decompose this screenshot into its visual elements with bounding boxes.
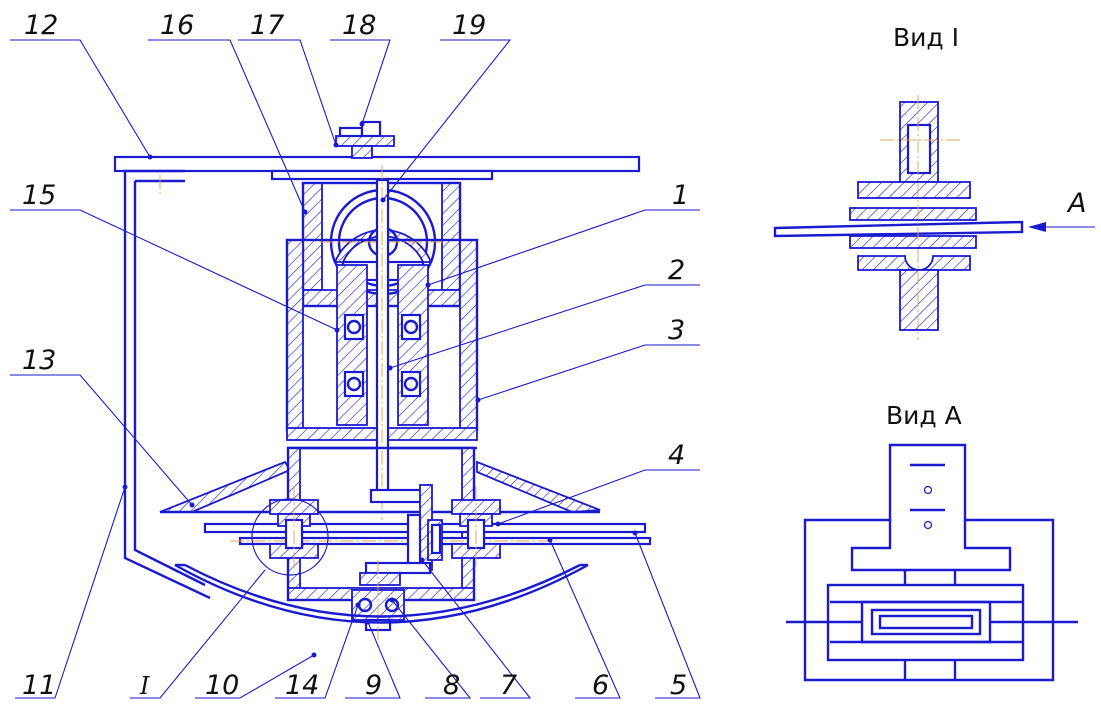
callout-2: 2 xyxy=(668,255,685,286)
callout-10: 10 xyxy=(205,670,239,701)
callout-18: 18 xyxy=(342,10,376,41)
callout-5: 5 xyxy=(670,670,687,701)
callout-I: I xyxy=(139,672,150,700)
callout-13: 13 xyxy=(22,345,56,376)
callout-1: 1 xyxy=(672,180,689,211)
view-i-arrow-label: A xyxy=(1066,188,1086,219)
callout-8: 8 xyxy=(443,670,460,701)
view-a-title: Вид А xyxy=(886,401,962,430)
side-bracket xyxy=(123,169,211,600)
callout-7: 7 xyxy=(500,670,517,701)
callout-19: 19 xyxy=(452,10,486,41)
top-plate xyxy=(113,155,641,173)
leader-lines xyxy=(10,39,701,699)
callout-3: 3 xyxy=(668,315,685,346)
bolt-assembly xyxy=(335,120,395,159)
callout-15: 15 xyxy=(22,180,56,211)
bearing-block-left xyxy=(269,486,319,566)
main-assembly-view: 12 16 17 18 19 15 1 2 3 13 4 11 I 10 14 … xyxy=(10,10,701,701)
callout-17: 17 xyxy=(250,10,284,41)
bottom-shroud xyxy=(174,563,589,624)
bottom-bearing xyxy=(351,560,432,640)
callout-11: 11 xyxy=(22,670,56,701)
detail-circle-I xyxy=(251,498,329,576)
callout-16: 16 xyxy=(160,10,194,41)
view-i-title: Вид I xyxy=(893,23,959,52)
callout-12: 12 xyxy=(24,10,58,41)
callout-14: 14 xyxy=(285,670,319,701)
callout-6: 6 xyxy=(592,670,609,701)
bearing-block-right xyxy=(451,486,501,566)
view-i: Вид I A xyxy=(773,23,1095,340)
callout-9: 9 xyxy=(365,670,382,701)
callout-4: 4 xyxy=(668,440,685,471)
vertical-shaft xyxy=(336,165,429,520)
crank-mechanism xyxy=(369,484,443,571)
view-a: Вид А xyxy=(786,401,1078,682)
